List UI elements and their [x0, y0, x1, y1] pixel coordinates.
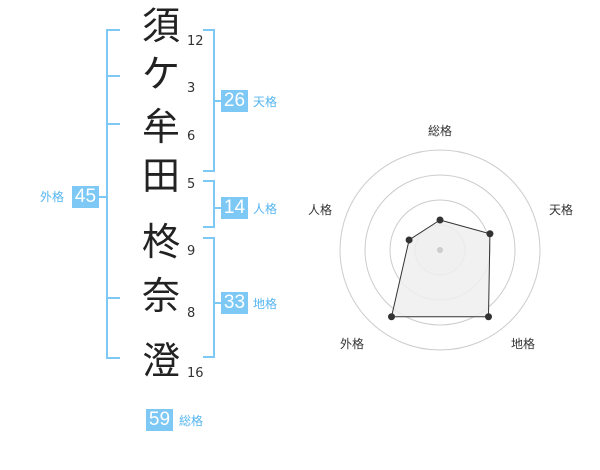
radar-center-point — [437, 247, 443, 253]
radar-point-5 — [405, 236, 413, 244]
tenkaku-value: 26 — [221, 90, 248, 112]
jinkaku-bracket-top — [203, 180, 215, 182]
stroke-count-6: 8 — [187, 306, 196, 321]
gaikaku-bracket-bottom — [106, 357, 120, 359]
chikaku-bracket-bottom — [203, 356, 215, 358]
stroke-count-7: 16 — [187, 366, 204, 381]
radar-value-polygon — [390, 219, 491, 318]
jinkaku-label: 人格 — [253, 202, 278, 216]
gaikaku-connector — [98, 196, 106, 198]
radar-ring-3 — [364, 174, 516, 326]
radar-axis-label-tenkaku: 天格 — [549, 203, 574, 217]
soukaku-value: 59 — [146, 409, 173, 431]
gaikaku-tick-2 — [106, 123, 120, 125]
radar-ring-4 — [339, 149, 541, 351]
name-char-6: 奈 — [141, 274, 180, 318]
name-char-1: 須 — [141, 4, 180, 48]
radar-point-2 — [486, 230, 494, 238]
radar-axis-label-gaikaku: 外格 — [340, 337, 365, 351]
chikaku-label: 地格 — [253, 297, 278, 311]
stroke-count-5: 9 — [187, 244, 196, 259]
gaikaku-value: 45 — [72, 186, 99, 208]
name-char-3: 牟 — [141, 105, 180, 149]
name-char-2: ケ — [141, 52, 180, 96]
gaikaku-label: 外格 — [40, 190, 65, 204]
stroke-count-2: 3 — [187, 81, 196, 96]
soukaku-label: 総格 — [179, 414, 204, 428]
tenkaku-bracket-vertical — [213, 29, 215, 172]
chikaku-value: 33 — [221, 292, 248, 314]
jinkaku-bracket-bottom — [203, 226, 215, 228]
stroke-count-3: 6 — [187, 129, 196, 144]
radar-point-3 — [484, 313, 492, 321]
name-char-5: 柊 — [141, 220, 180, 264]
tenkaku-bracket-bottom — [203, 170, 215, 172]
gaikaku-bracket-top — [106, 29, 120, 31]
jinkaku-connector — [215, 207, 221, 209]
name-char-4: 田 — [141, 154, 180, 198]
radar-point-1 — [436, 216, 444, 224]
tenkaku-bracket-top — [203, 29, 215, 31]
name-char-7: 澄 — [141, 339, 180, 383]
radar-axis-label-chikaku: 地格 — [511, 337, 536, 351]
jinkaku-value: 14 — [221, 197, 248, 219]
radar-point-4 — [388, 313, 396, 321]
gaikaku-tick-1 — [106, 75, 120, 77]
chikaku-connector — [215, 302, 221, 304]
jinkaku-bracket-vertical — [213, 180, 215, 228]
tenkaku-connector — [215, 100, 221, 102]
radar-axis-label-soukaku: 総格 — [428, 124, 453, 138]
stroke-count-4: 5 — [187, 177, 196, 192]
gaikaku-tick-3 — [106, 297, 120, 299]
stroke-count-1: 12 — [187, 34, 204, 49]
gaikaku-bracket-vertical — [106, 29, 108, 359]
tenkaku-label: 天格 — [253, 95, 278, 109]
chikaku-bracket-top — [203, 237, 215, 239]
chikaku-bracket-vertical — [213, 237, 215, 358]
radar-axis-label-jinkaku: 人格 — [308, 203, 333, 217]
